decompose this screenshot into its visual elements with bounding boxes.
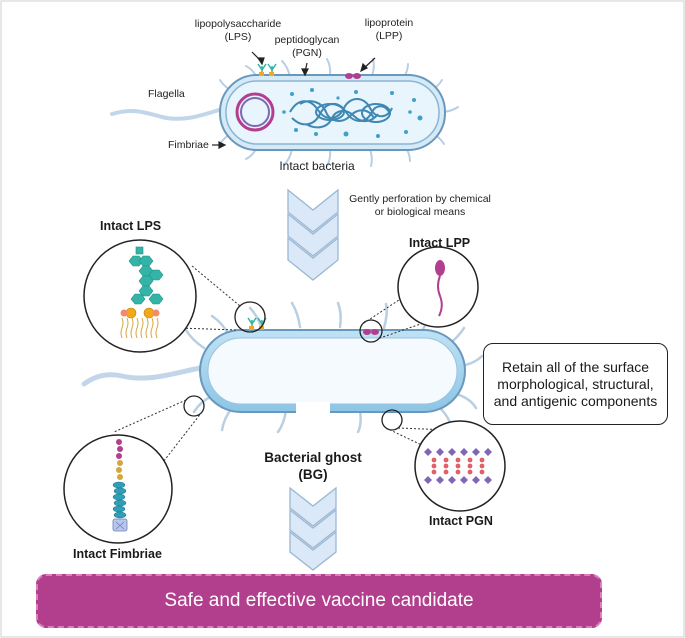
nucleoid-dna bbox=[289, 98, 393, 129]
inset-fimbriae bbox=[63, 434, 173, 544]
label-intact-lps: Intact LPS bbox=[100, 219, 162, 233]
lysis-tunnel bbox=[296, 402, 330, 422]
vaccine-candidate-banner: Safe and effective vaccine candidate bbox=[36, 574, 602, 628]
inset-lpp bbox=[397, 246, 479, 328]
zoom-spot-fimbriae bbox=[183, 395, 205, 417]
label-intact-fimbriae: Intact Fimbriae bbox=[73, 547, 162, 561]
retain-components-box: Retain all of the surface morphological,… bbox=[483, 343, 668, 425]
label-lpp: lipoprotein (LPP) bbox=[364, 17, 414, 42]
ribosomes bbox=[282, 88, 423, 138]
process-arrow-2 bbox=[289, 486, 337, 571]
process-arrow-1 bbox=[287, 188, 339, 281]
retain-components-text: Retain all of the surface morphological,… bbox=[493, 358, 658, 409]
label-flagella: Flagella bbox=[148, 88, 185, 100]
zoom-connectors bbox=[113, 265, 451, 467]
label-bacterial-ghost: Bacterial ghost (BG) bbox=[264, 450, 362, 482]
zoom-spot-lpp bbox=[359, 319, 383, 343]
pointer-arrows bbox=[212, 51, 376, 149]
label-perforation: Gently perforation by chemical or biolog… bbox=[349, 193, 491, 218]
plasmid bbox=[235, 92, 275, 132]
lpp-marker bbox=[345, 73, 361, 79]
zoom-spot-lps bbox=[234, 301, 266, 333]
label-pgn: peptidoglycan (PGN) bbox=[274, 34, 340, 59]
zoom-spot-pgn bbox=[381, 409, 403, 431]
bacterial-ghost bbox=[81, 301, 484, 434]
label-intact-pgn: Intact PGN bbox=[429, 514, 493, 528]
bacterium-inner-membrane bbox=[225, 80, 440, 145]
label-lps: lipopolysaccharide (LPS) bbox=[194, 18, 282, 43]
label-intact-lpp: Intact LPP bbox=[409, 236, 471, 250]
label-fimbriae: Fimbriae bbox=[168, 139, 209, 151]
flagellum bbox=[110, 107, 224, 121]
ghost-lumen bbox=[207, 337, 458, 405]
intact-bacterium bbox=[110, 51, 459, 167]
vaccine-candidate-text: Safe and effective vaccine candidate bbox=[164, 590, 474, 611]
inset-pgn bbox=[414, 420, 506, 512]
inset-lps bbox=[83, 239, 197, 353]
ghost-flagellum bbox=[81, 365, 203, 387]
label-intact-bacteria: Intact bacteria bbox=[279, 159, 355, 173]
